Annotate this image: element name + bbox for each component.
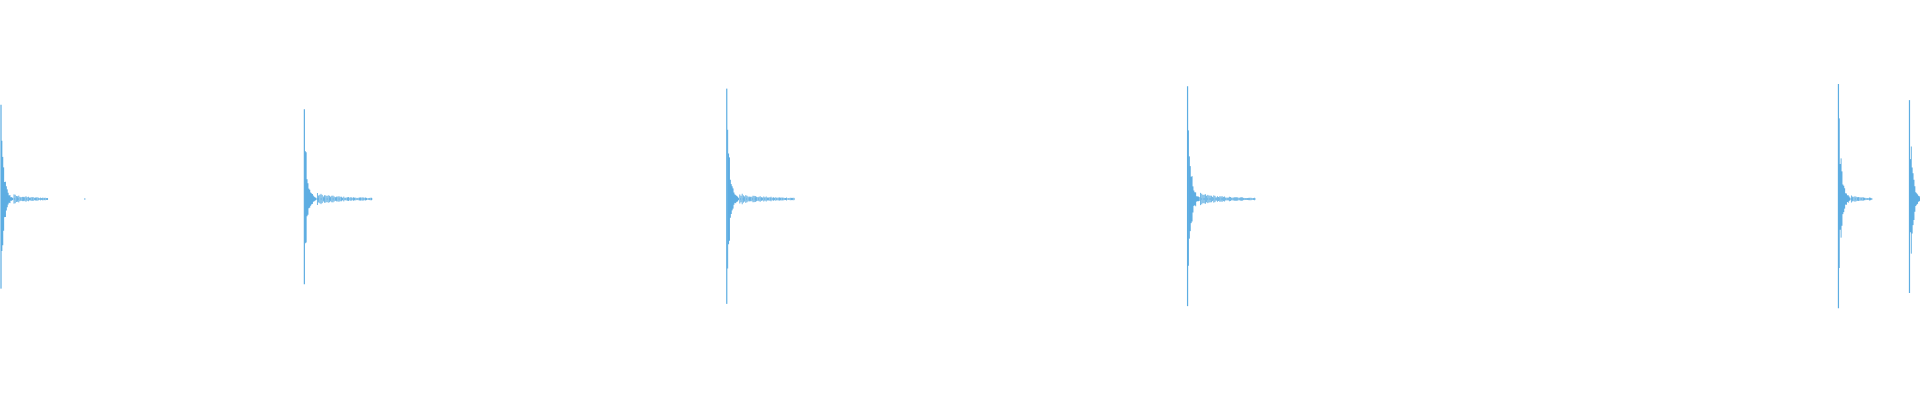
waveform-residue-dot bbox=[84, 198, 86, 200]
transient-5 bbox=[1837, 84, 1873, 309]
transient-decay bbox=[1, 140, 49, 251]
transient-6 bbox=[1908, 100, 1920, 293]
transient-decay bbox=[1188, 130, 1256, 266]
transient-1 bbox=[0, 104, 49, 289]
transient-decay bbox=[727, 129, 795, 269]
transient-2 bbox=[303, 109, 373, 285]
transient-decay bbox=[1838, 118, 1873, 268]
transient-decay bbox=[1909, 146, 1920, 254]
transient-decay bbox=[304, 151, 372, 244]
transient-3 bbox=[726, 88, 795, 304]
transient-4 bbox=[1186, 86, 1256, 307]
